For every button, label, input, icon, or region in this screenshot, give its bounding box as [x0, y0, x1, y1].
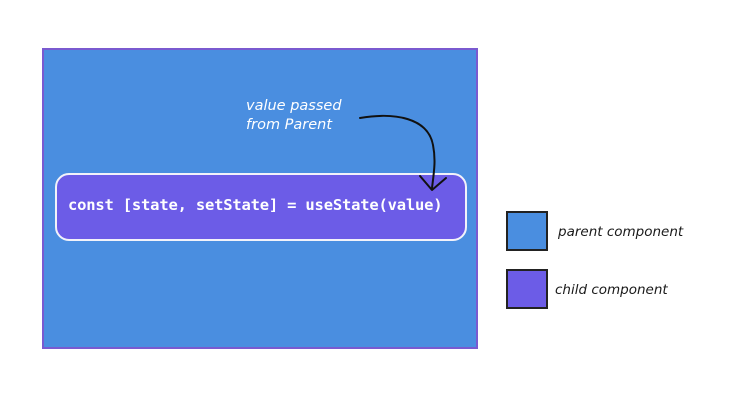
annotation-line-2: from Parent [246, 117, 333, 133]
annotation-line-1: value passed [246, 98, 342, 114]
legend-label-child: child component [555, 282, 668, 298]
legend-label-parent: parent component [558, 224, 684, 240]
legend-swatch-parent [506, 211, 548, 251]
legend-swatch-child [506, 269, 548, 309]
annotation-text: value passed from Parent [246, 97, 342, 135]
code-statement: const [state, setState] = useState(value… [68, 196, 443, 214]
